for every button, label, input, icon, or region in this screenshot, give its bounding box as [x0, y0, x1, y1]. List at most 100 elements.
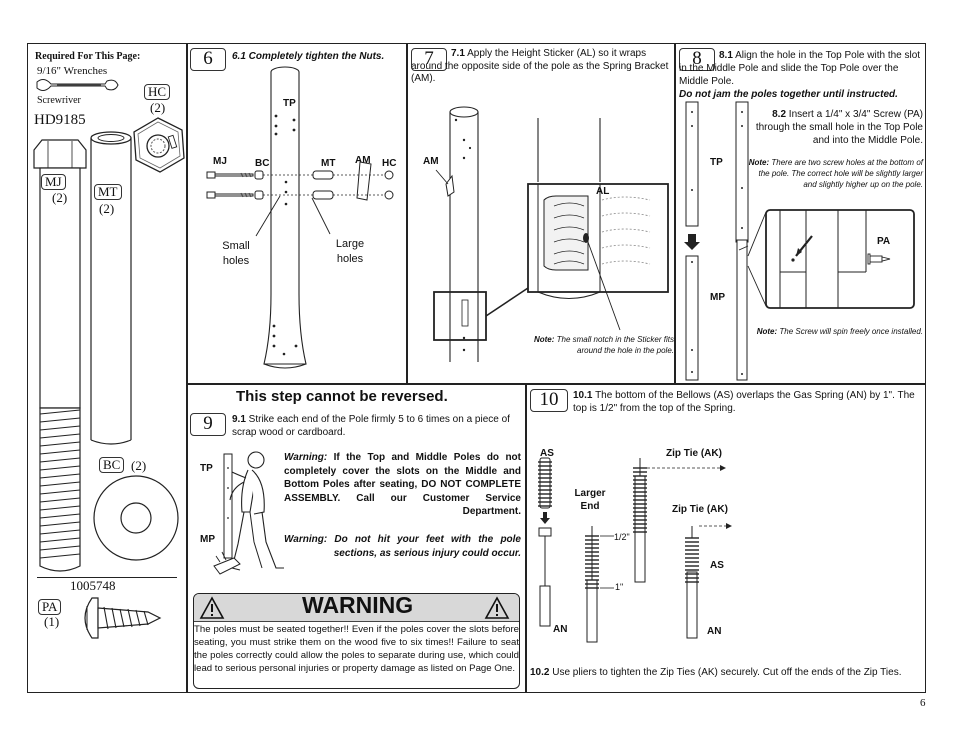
hardware-assembly-drawing	[206, 161, 394, 201]
step-8-note-text: There are two screw holes at the bottom …	[758, 158, 923, 189]
warning-text: The poles must be seated together!! Even…	[194, 624, 519, 674]
step-8-sub-2: 8.2	[772, 109, 787, 120]
step-8-note-label: Note:	[748, 158, 770, 167]
step-6-text: 6.1 Completely tighten the Nuts.	[232, 51, 385, 62]
parts-title: Required For This Page:	[35, 51, 141, 62]
step-8-body-2: Insert a 1/4" x 3/4" Screw (PA) through …	[755, 109, 923, 146]
step-7-number: 7	[411, 48, 447, 71]
step-9-warning-2-text: Do not hit your feet with the pole secti…	[327, 534, 521, 559]
step-8-body-1: Align the hole in the Top Pole with the …	[679, 50, 921, 87]
step-8-sub-1: 8.1	[719, 50, 733, 61]
small-holes-line-1: Small	[222, 240, 250, 252]
step-9-warning-2-label: Warning:	[284, 534, 328, 545]
step-9-warning-1: Warning: If the Top and Middle Poles do …	[284, 451, 521, 519]
step-8-number: 8	[679, 48, 715, 71]
wrench-label: 9/16" Wrenches	[37, 65, 108, 77]
parts-separator	[37, 577, 177, 578]
divider-6-7	[406, 43, 408, 383]
page-frame	[27, 43, 926, 693]
step-9-warning-1-text: If the Top and Middle Poles do not compl…	[284, 452, 521, 517]
step-10-zip-label-2: Zip Tie (AK)	[672, 504, 728, 515]
warning-title: WARNING	[302, 593, 414, 618]
step-9-sub: 9.1	[232, 414, 246, 425]
pa-tag: PA	[38, 599, 62, 615]
step-7-note-label: Note:	[533, 335, 555, 344]
step-6-mj-label: MJ	[213, 156, 227, 167]
washer-code: 1005748	[70, 578, 116, 593]
step-8-warning: Do not jam the poles together until inst…	[679, 89, 898, 100]
step-8-text-1: 8.1 Align the hole in the Top Pole with …	[679, 49, 923, 88]
step-10-body-2: Use pliers to tighten the Zip Ties (AK) …	[549, 667, 902, 678]
step-7-text: 7.1 Apply the Height Sticker (AL) so it …	[411, 48, 669, 86]
step-6-am-label: AM	[355, 155, 371, 166]
step-9-mp-label: MP	[200, 534, 215, 545]
bc-tag: BC	[99, 457, 125, 473]
step-6-bc-label: BC	[255, 158, 270, 169]
step-10-body-1: The bottom of the Bellows (AS) overlaps …	[573, 390, 915, 414]
mt-qty: (2)	[99, 201, 115, 216]
step-10-as-label-1: AS	[540, 448, 554, 459]
one-inch-label: 1"	[615, 582, 624, 592]
man-striking-pole-drawing	[213, 451, 284, 575]
step-6-mt-label: MT	[321, 158, 336, 169]
warning-box: WARNING The poles must be seated togethe…	[193, 593, 520, 689]
step-8-note-2-text: The Screw will spin freely once installe…	[777, 327, 923, 336]
screw-pa-icon	[84, 597, 162, 639]
divider-9-10	[525, 383, 527, 693]
top-pole-drawing	[263, 66, 307, 369]
wrench-icon	[36, 79, 119, 91]
hc-tag: HC	[144, 84, 171, 100]
step-8-mp-label: MP	[710, 292, 725, 303]
larger-end-line-2: End	[580, 501, 600, 512]
step-6-tp-label: TP	[283, 98, 296, 109]
bc-qty: (2)	[131, 458, 147, 473]
large-holes-line-1: Large	[335, 238, 365, 250]
warning-triangle-icon-right	[484, 596, 510, 619]
step-9-warning-1-label: Warning:	[284, 452, 328, 463]
small-holes-line-2: holes	[222, 255, 250, 267]
step-10-sub-2: 10.2	[530, 667, 550, 678]
bolt-mj-icon	[33, 139, 87, 572]
step-10-text-2: 10.2 Use pliers to tighten the Zip Ties …	[530, 666, 922, 679]
step-7-note-text: The small notch in the Sticker fits arou…	[554, 335, 674, 355]
step-8-tp-label: TP	[710, 157, 723, 168]
step-8-pa-label: PA	[877, 236, 891, 247]
pa-qty: (1)	[44, 614, 60, 629]
step-7-note: Note: The small notch in the Sticker fit…	[520, 334, 674, 356]
step-8-note: Note: There are two screw holes at the b…	[748, 157, 923, 190]
step-10-sub-1: 10.1	[573, 390, 593, 401]
step-6-number: 6	[190, 48, 226, 71]
washer-icon	[93, 475, 179, 561]
poles-alignment-drawing	[684, 101, 915, 381]
step-10-an-label-1: AN	[553, 624, 568, 635]
hc-qty: (2)	[150, 100, 166, 115]
step-9-warning-2: Warning: Do not hit your feet with the p…	[284, 533, 521, 560]
step-8-text-2: 8.2 Insert a 1/4" x 3/4" Screw (PA) thro…	[748, 108, 923, 147]
page-number: 6	[920, 697, 926, 709]
warning-banner	[194, 594, 519, 622]
step-9-heading: This step cannot be reversed.	[236, 388, 448, 405]
step-10-an-label-2: AN	[707, 626, 722, 637]
half-inch-label: 1/2"	[614, 532, 630, 542]
spacer-mt-icon	[90, 131, 132, 445]
step-10-larger-end-label: Larger End	[568, 487, 612, 513]
screwdriver-label: Screwriver	[37, 95, 81, 106]
step-10-text-1: 10.1 The bottom of the Bellows (AS) over…	[573, 389, 923, 415]
hole-pointer-lines	[255, 195, 331, 237]
step-6-hc-label: HC	[382, 158, 397, 169]
large-holes-line-2: holes	[336, 253, 364, 265]
larger-end-line-1: Larger	[574, 488, 606, 499]
warning-triangle-icon-left	[199, 596, 225, 619]
step-9-tp-label: TP	[200, 463, 213, 474]
mt-tag: MT	[94, 184, 122, 200]
bellows-gas-spring-drawing	[538, 457, 732, 643]
step-8-note-2: Note: The Screw will spin freely once in…	[748, 326, 923, 337]
step-7-al-label: AL	[596, 186, 610, 197]
step-7-am-label: AM	[423, 156, 439, 167]
step-9-body: Strike each end of the Pole firmly 5 to …	[232, 414, 510, 438]
step-9-text: 9.1 Strike each end of the Pole firmly 5…	[232, 413, 522, 439]
step-10-zip-label-1: Zip Tie (AK)	[666, 448, 722, 459]
step-10-as-label-2: AS	[710, 560, 724, 571]
mj-tag: MJ	[41, 174, 66, 190]
step-7-sub: 7.1	[451, 48, 465, 59]
